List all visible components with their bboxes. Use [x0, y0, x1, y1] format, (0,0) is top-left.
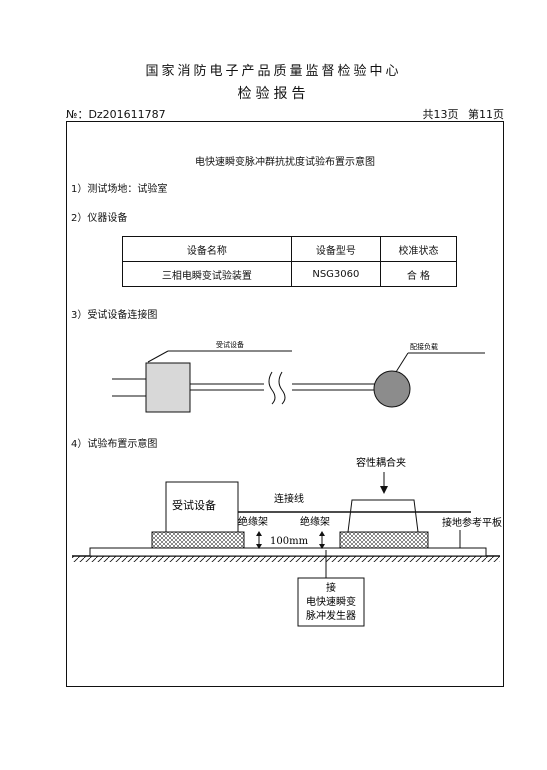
- table-header-row: 设备名称 设备型号 校准状态: [122, 236, 458, 262]
- table-cell: 合 格: [379, 261, 458, 287]
- equipment-table: 设备名称 设备型号 校准状态 三相电瞬变试验装置 NSG3060 合 格: [122, 236, 458, 287]
- section-site: 1）测试场地：试验室: [71, 184, 168, 195]
- ground-plane-label: 接地参考平板: [442, 516, 502, 529]
- height-dimension-left: [256, 531, 262, 549]
- section-instruments: 2）仪器设备: [71, 213, 128, 224]
- connection-diagram: 受试设备 配接负载: [112, 340, 485, 413]
- insulator-right-label: 绝缘架: [300, 515, 330, 528]
- load-label: 配接负载: [410, 342, 438, 351]
- report-title: 检验报告: [237, 86, 310, 102]
- height-dimension-right: [319, 531, 325, 549]
- capacitive-clamp: [347, 499, 419, 533]
- page-title: 电快速瞬变脉冲群抗扰度试验布置示意图: [195, 157, 375, 168]
- cable-label: 连接线: [274, 492, 304, 505]
- load-circle: [373, 370, 411, 408]
- cable-break-symbol: [268, 371, 286, 405]
- section-layout: 4）试验布置示意图: [71, 439, 158, 450]
- generator-label-line1: 接: [326, 581, 336, 594]
- content-frame: [66, 121, 504, 687]
- section-connection: 3）受试设备连接图: [71, 310, 158, 321]
- insulator-left-label: 绝缘架: [238, 515, 268, 528]
- clamp-arrow: [380, 472, 388, 494]
- pulse-generator-box: [297, 577, 365, 627]
- clamp-label: 容性耦合夹: [356, 456, 406, 469]
- eut-label: 受试设备: [216, 340, 244, 349]
- insulator-right: [339, 531, 429, 549]
- table-header-cell: 设备型号: [290, 236, 381, 262]
- input-cables: [112, 378, 146, 397]
- table-cell: NSG3060: [290, 261, 381, 287]
- organization-name: 国家消防电子产品质量监督检验中心: [145, 64, 402, 79]
- eut-label: 受试设备: [172, 498, 216, 512]
- table-header-cell: 校准状态: [379, 236, 458, 262]
- height-label: 100mm: [270, 536, 309, 547]
- connection-cable: [190, 383, 376, 391]
- generator-label-line3: 脉冲发生器: [306, 609, 356, 622]
- table-cell: 三相电瞬变试验装置: [122, 261, 292, 287]
- ground-hatching: [72, 556, 500, 562]
- eut-box: [165, 481, 239, 533]
- eut-label-leader: [147, 350, 292, 363]
- table-header-cell: 设备名称: [122, 236, 292, 262]
- report-number: №：Dz201611787: [66, 108, 166, 121]
- generator-label-line2: 电快速瞬变: [306, 595, 356, 608]
- table-row: 三相电瞬变试验装置 NSG3060 合 格: [122, 261, 458, 287]
- test-layout-diagram: 受试设备 连接线 容性耦合夹 绝缘架 绝缘架 100mm 接地参考平板 接 电快…: [72, 456, 502, 627]
- ground-reference-plane: [89, 547, 487, 557]
- eut-box: [145, 362, 191, 413]
- insulator-left: [151, 531, 245, 549]
- page-counter: 共13页 第11页: [422, 108, 505, 121]
- load-label-leader: [395, 352, 485, 373]
